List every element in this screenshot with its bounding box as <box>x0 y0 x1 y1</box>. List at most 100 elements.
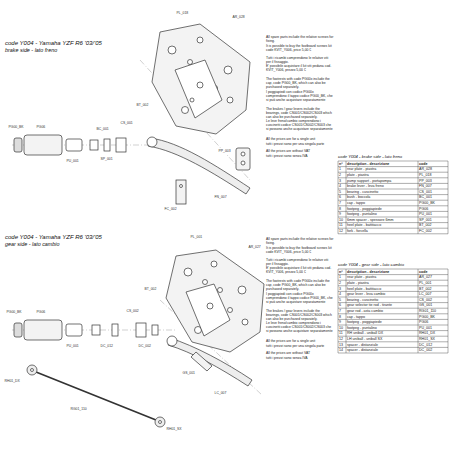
part-code: AR_027 <box>419 275 432 279</box>
part-code-callout: LC_007 <box>214 392 227 396</box>
part-code: PU_001 <box>419 212 432 216</box>
table-title: code Y004 - gear side - lato cambio <box>338 263 404 268</box>
part-code-callout: PU_001 <box>66 160 79 164</box>
note-text: Le leve freno/cambio comprendono i cusci… <box>266 120 334 132</box>
table-column-rule <box>448 161 449 234</box>
section-heading: code Y004 - Yamaha YZF R6 '03/'05 <box>5 234 102 241</box>
table-rules <box>338 161 448 234</box>
row-number: 4 <box>339 292 341 296</box>
part-code: PG00_BK <box>419 315 435 319</box>
table-rule <box>338 285 448 286</box>
part-description: bearing - cuscinetto <box>347 190 378 194</box>
table-rule <box>338 269 448 270</box>
row-number: 10 <box>339 218 343 222</box>
part-code: DC_002 <box>419 348 432 352</box>
part-code: SP_001 <box>419 218 432 222</box>
row-number: 7 <box>339 309 341 313</box>
part-code-callout: PL_001 <box>190 236 203 240</box>
table-header: code <box>419 162 427 166</box>
part-code: FN_007 <box>419 184 432 188</box>
section-heading: code Y004 - Yamaha YZF R6 '03/'05 <box>5 40 102 47</box>
note-text: All the prices are for a single unit <box>266 138 334 142</box>
part-description: cap - tappo <box>347 315 365 319</box>
table-rule <box>338 228 448 229</box>
row-number: 9 <box>339 212 341 216</box>
table-header: n° <box>339 270 343 274</box>
part-description: bush - boccola <box>347 195 370 199</box>
part-description: pump support - portapompa <box>347 179 391 183</box>
part-code: PG06 <box>419 207 428 211</box>
table-rule <box>338 161 448 162</box>
part-description: spacer - distanziale <box>347 348 378 352</box>
section-heading: brake side - lato freno <box>5 47 57 53</box>
table-rule <box>338 172 448 173</box>
row-number: 7 <box>339 201 341 205</box>
note-text: Le leve freno/cambio comprendono i cusci… <box>266 322 334 334</box>
part-code-callout: DC_002 <box>138 345 151 349</box>
row-number: 6 <box>339 195 341 199</box>
row-number: 10 <box>339 326 343 330</box>
table-rule <box>338 336 448 337</box>
row-number: 8 <box>339 207 341 211</box>
part-code: PU_001 <box>419 326 432 330</box>
part-description: gear lever - leva cambio <box>347 292 385 296</box>
part-code-callout: PU_001 <box>66 345 79 349</box>
part-description: rear plate - piastra <box>347 275 376 279</box>
part-code: RG01_110 <box>419 309 436 313</box>
part-code-callout: BT_002 <box>144 288 157 292</box>
part-code-callout: PG06 <box>36 311 46 315</box>
part-code: PG00_BK <box>419 201 435 205</box>
row-number: 2 <box>339 281 341 285</box>
row-number: 2 <box>339 173 341 177</box>
note-text: tutti i prezzi sono senza IVA <box>266 155 334 159</box>
table-rule <box>338 189 448 190</box>
row-number: 3 <box>339 287 341 291</box>
table-column-rule <box>448 269 449 353</box>
table-rule <box>338 330 448 331</box>
table-rule <box>338 183 448 184</box>
part-description: footpeg - poggiapiede <box>347 320 382 324</box>
note-text: The brakes / gear levers include the bea… <box>266 310 334 322</box>
table-title: code Y004 - brake side - lato freno <box>338 155 402 160</box>
row-number: 11 <box>339 223 343 227</box>
table-header: n° <box>339 162 343 166</box>
part-code: FC_002 <box>419 229 432 233</box>
part-description: footpeg - puntalino <box>347 326 377 330</box>
part-code-callout: FN_007 <box>214 196 227 200</box>
part-code: PL_001 <box>419 281 431 285</box>
part-code-callout: PG06 <box>36 126 46 130</box>
note-text: The brakes / gear levers include the bea… <box>266 108 334 120</box>
part-description: footpeg - poggiapiede <box>347 207 382 211</box>
row-number: 12 <box>339 337 343 341</box>
part-code-callout: DC_012 <box>100 345 113 349</box>
part-code-callout: AR_028 <box>232 16 245 20</box>
table-rule <box>338 217 448 218</box>
note-text: Tutti i ricambi comprendono le relative … <box>266 57 334 65</box>
note-text: tutti i prezzi sono senza IVA <box>266 357 334 361</box>
note-text: It is possible to buy the footboard scre… <box>266 45 334 53</box>
note-text: I poggiapiedi con codice PG00x comprendo… <box>266 91 334 103</box>
table-rule <box>338 347 448 348</box>
note-text: tutti i prezzi sono per una singola part… <box>266 143 334 147</box>
part-description: plate - piastra <box>347 173 369 177</box>
part-code-callout: PG00_BK <box>8 126 24 130</box>
row-number: 1 <box>339 167 341 171</box>
part-code: BT_002 <box>419 223 432 227</box>
note-text: E' possibile acquistare il kit viti peda… <box>266 65 334 73</box>
part-code: BC_001 <box>419 195 432 199</box>
table-rule <box>338 297 448 298</box>
note-text: I poggiapiedi con codice PG00x comprendo… <box>266 293 334 305</box>
part-description: rear plate - piastra <box>347 167 376 171</box>
table-rule <box>338 291 448 292</box>
note-text: It is possible to buy the footboard scre… <box>266 247 334 255</box>
table-column-rule <box>418 161 419 234</box>
part-code-callout: CS_001 <box>120 122 133 126</box>
part-description: cap - tappo <box>347 201 365 205</box>
table-column-rule <box>338 161 339 234</box>
part-code: BT_002 <box>419 287 432 291</box>
row-number: 12 <box>339 229 343 233</box>
row-number: 6 <box>339 303 341 307</box>
part-description: 6mm spacer - spessore 6mm <box>347 218 394 222</box>
table-rule <box>338 308 448 309</box>
